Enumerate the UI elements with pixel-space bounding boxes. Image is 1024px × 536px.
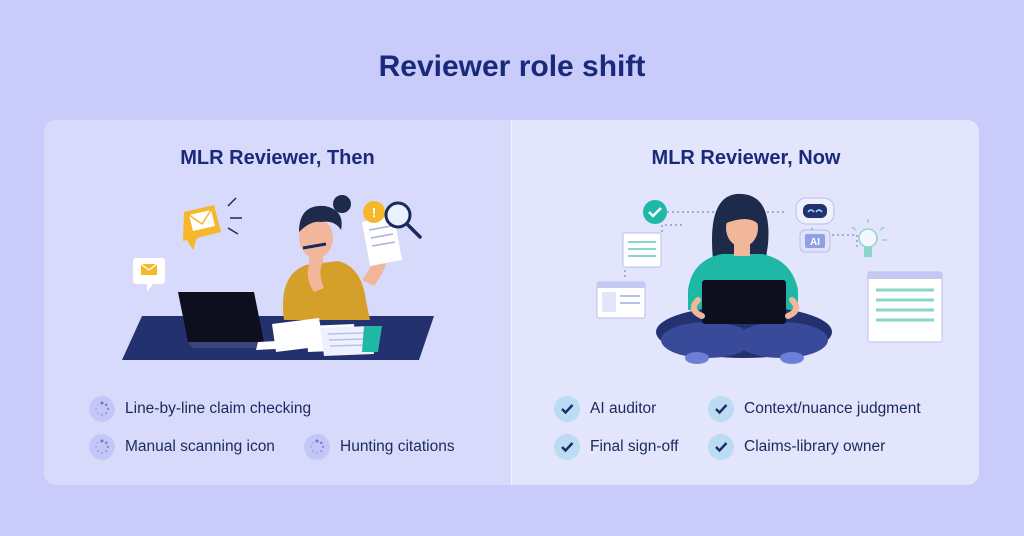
list-item: Final sign-off (554, 434, 678, 460)
robot-assistant-icon: AI (795, 197, 835, 253)
checkmark-icon (708, 396, 734, 422)
page-title: Reviewer role shift (378, 50, 646, 83)
list-item: Context/nuance judgment (708, 396, 921, 422)
stressed-reviewer-illustration: ! (122, 195, 434, 360)
list-item: Line-by-line claim checking (89, 396, 311, 422)
then-panel: MLR Reviewer, Then (44, 120, 511, 485)
warning-icon (363, 201, 385, 223)
layout-window (596, 281, 646, 319)
then-heading: MLR Reviewer, Then (180, 147, 375, 169)
confident-reviewer-illustration: AI (596, 193, 943, 364)
loading-spinner-icon (304, 434, 330, 460)
list-item: AI auditor (554, 396, 656, 422)
loading-spinner-icon (89, 396, 115, 422)
checkmark-icon (554, 396, 580, 422)
laptop (178, 292, 264, 342)
checkmark-icon (554, 434, 580, 460)
email-bubble-icon (183, 205, 221, 250)
svg-text:!: ! (372, 205, 376, 220)
check-circle-icon (643, 200, 667, 224)
report-window (867, 271, 943, 343)
comparison-card: MLR Reviewer, Then (44, 120, 979, 485)
loading-spinner-icon (89, 434, 115, 460)
list-item: Claims-library owner (708, 434, 885, 460)
email-bubble-small-icon (133, 258, 165, 292)
list-item: Hunting citations (304, 434, 455, 460)
laptop (702, 280, 786, 324)
magnifier-icon (384, 201, 422, 239)
lightbulb-icon (851, 219, 887, 257)
now-heading: MLR Reviewer, Now (651, 147, 841, 169)
document-window (622, 232, 662, 268)
checkmark-icon (708, 434, 734, 460)
now-panel: MLR Reviewer, Now (511, 120, 979, 485)
list-item: Manual scanning icon (89, 434, 275, 460)
svg-text:AI: AI (810, 237, 820, 248)
